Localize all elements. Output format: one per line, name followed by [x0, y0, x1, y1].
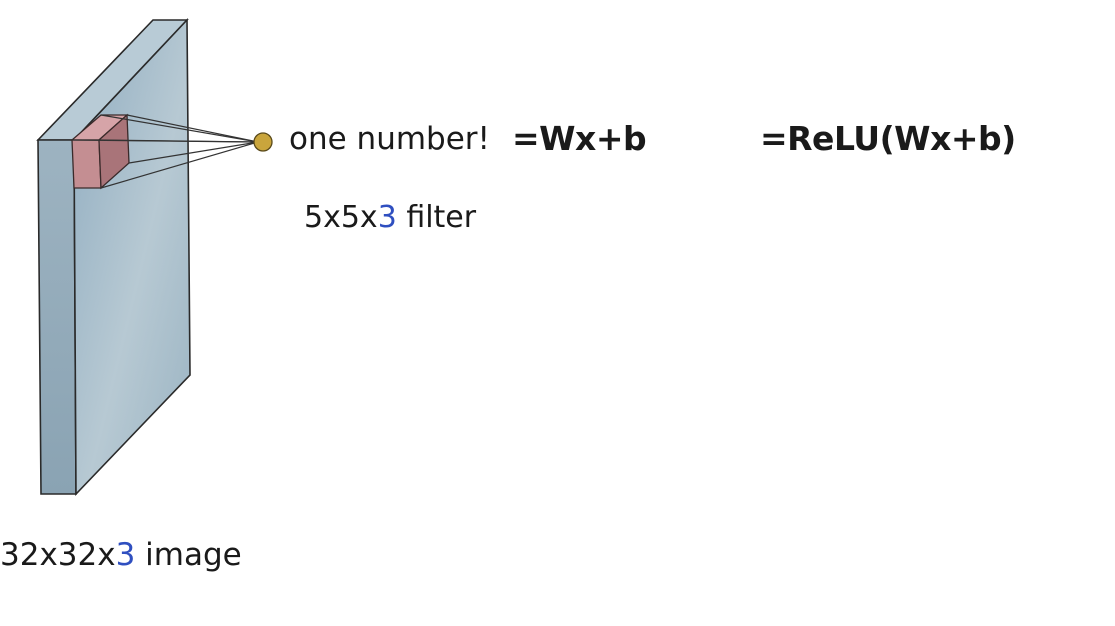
activation-formula: =ReLU(Wx+b)	[760, 119, 1016, 158]
volume-left-face	[37, 139, 77, 495]
image-label: 32x32x3 image	[0, 537, 242, 573]
image-depth-text: 3	[115, 537, 136, 573]
input-volume	[36, 18, 191, 496]
filter-suffix-text: filter	[396, 200, 477, 235]
connection-line	[100, 114, 259, 143]
connection-line	[98, 139, 259, 143]
connection-line	[128, 141, 259, 164]
output-label: one number!	[289, 121, 490, 157]
output-neuron	[253, 132, 273, 152]
connection-lines	[71, 114, 259, 189]
image-suffix-text: image	[135, 537, 242, 573]
linear-formula: =Wx+b	[512, 119, 647, 158]
filter-label: 5x5x3 filter	[304, 200, 476, 235]
filter-front-face	[71, 139, 102, 189]
image-size-text: 32x32x	[0, 537, 116, 573]
filter-depth-text: 3	[377, 200, 397, 235]
filter-cube	[70, 113, 130, 190]
filter-size-text: 5x5x	[304, 200, 378, 235]
connection-line	[100, 141, 259, 189]
connection-line	[126, 114, 259, 143]
